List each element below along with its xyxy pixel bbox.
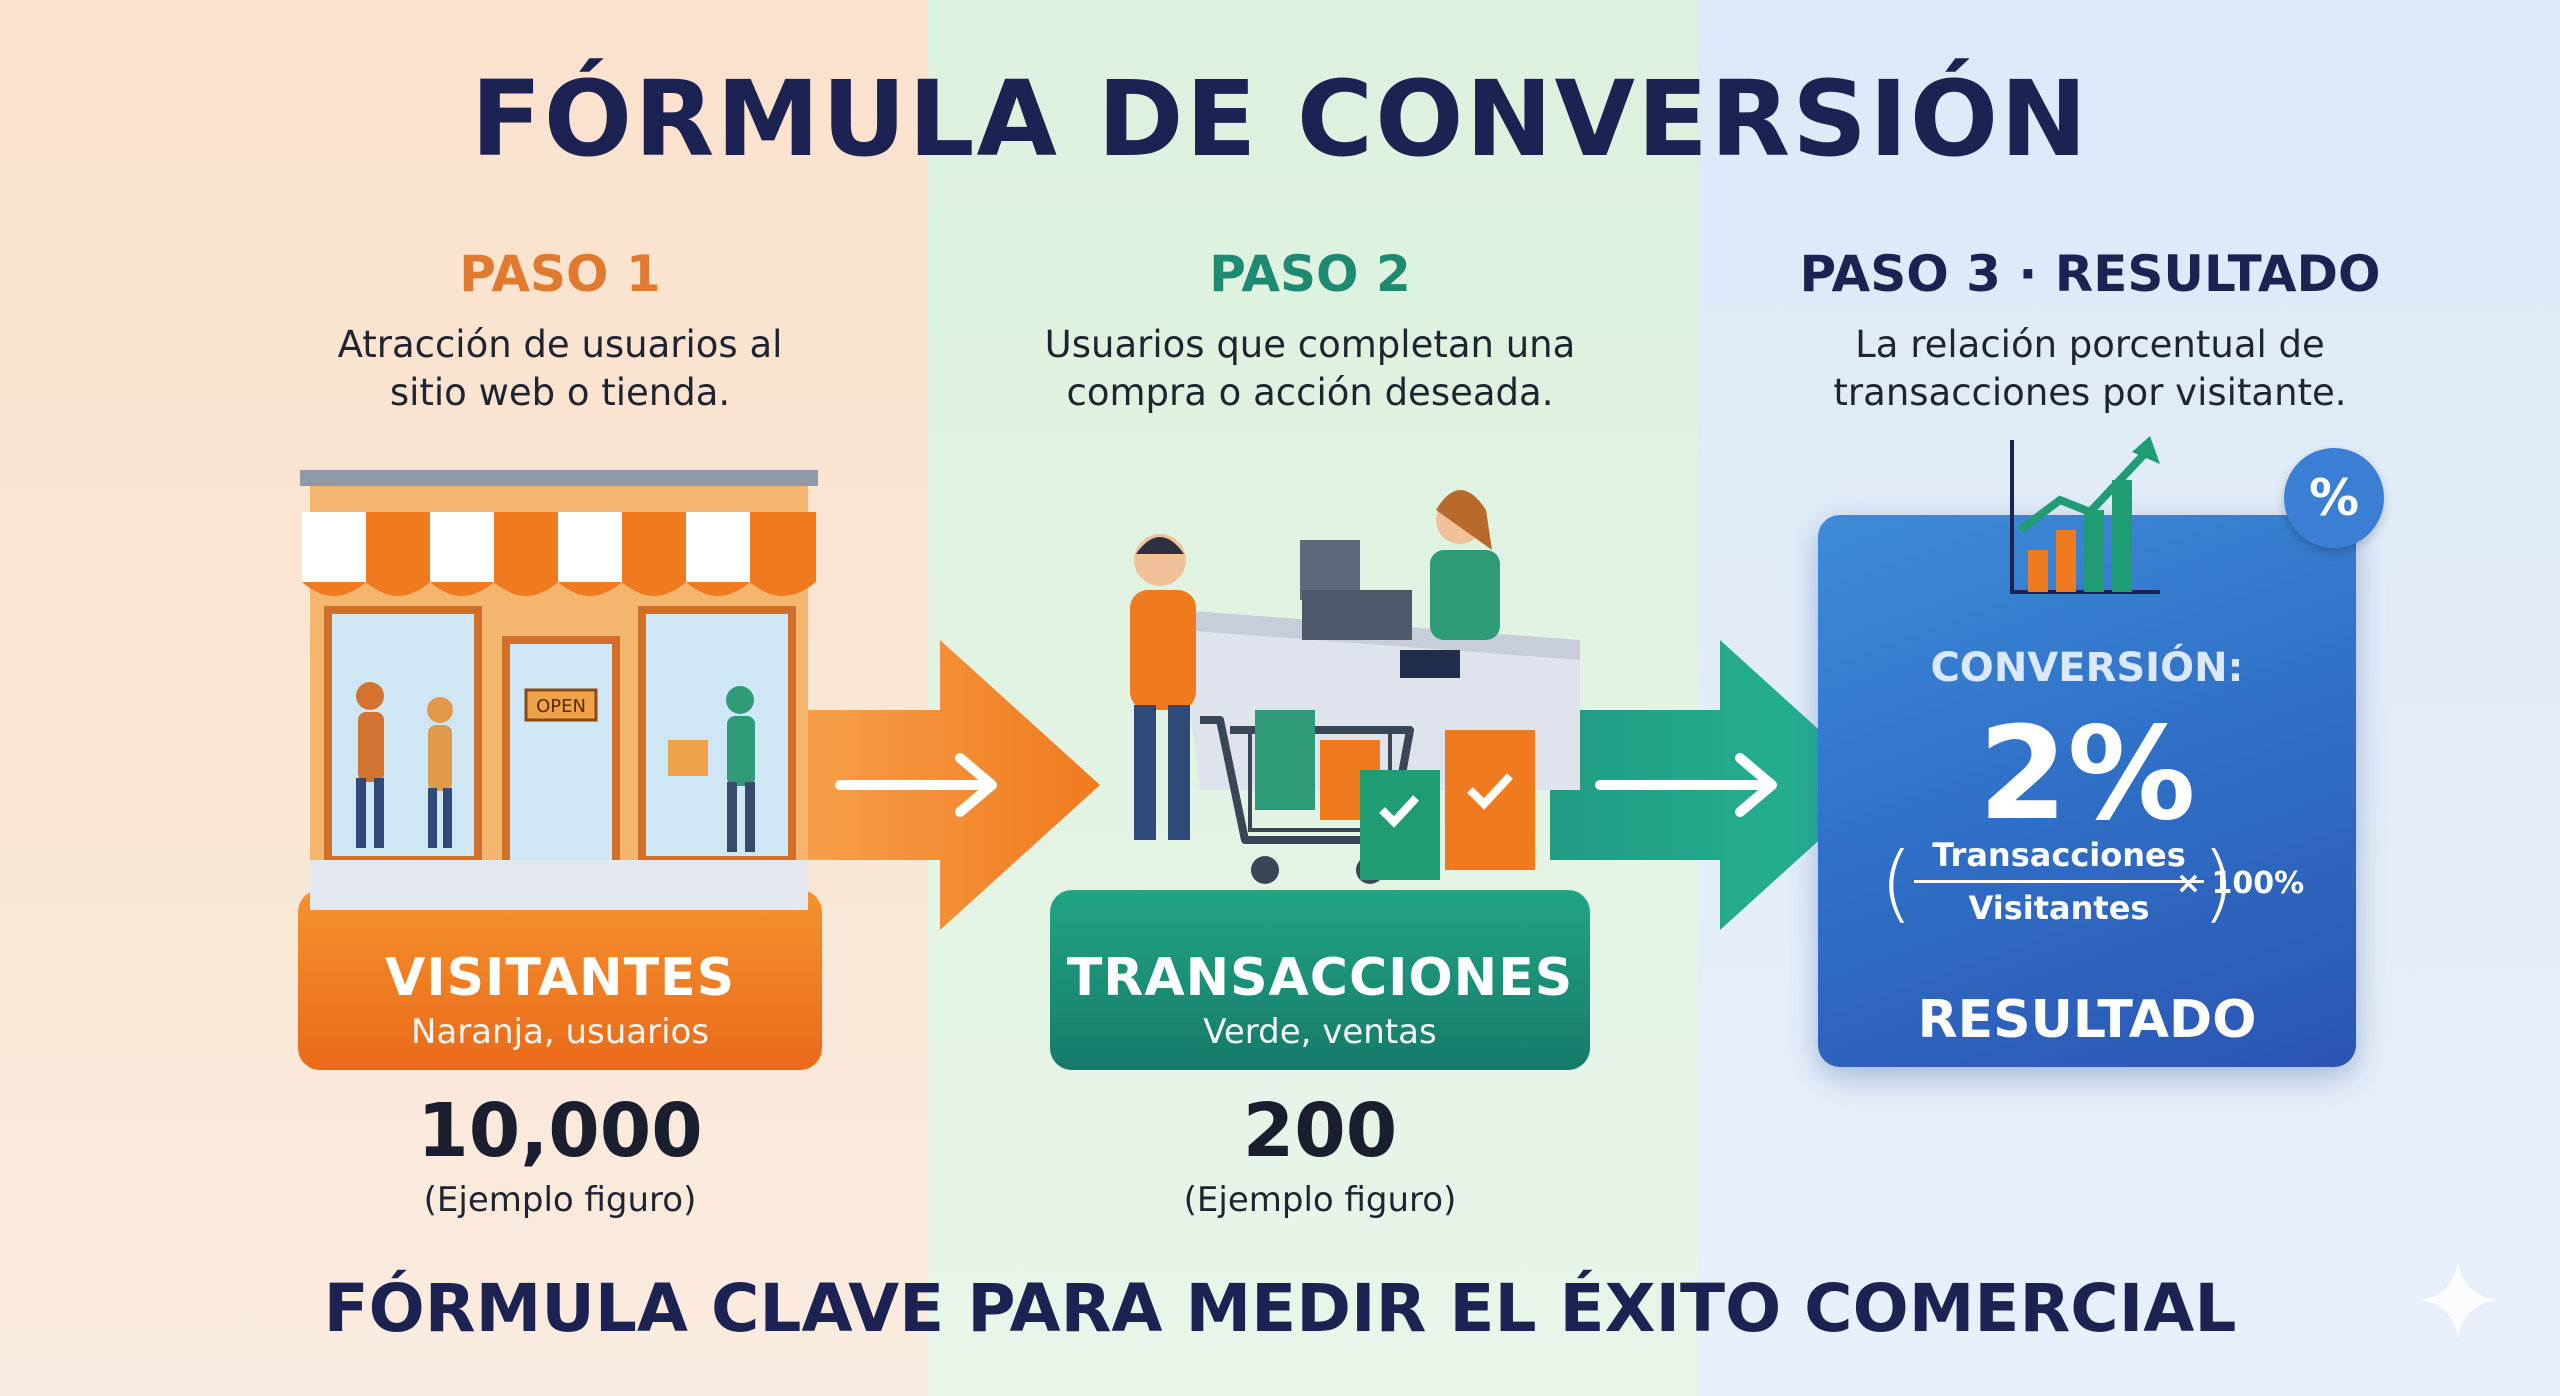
paren-left: ( xyxy=(1880,834,1913,932)
step-1-header: PASO 1 Atracción de usuarios al sitio we… xyxy=(290,245,830,417)
conversion-value: 2% xyxy=(1978,700,2196,849)
result-card xyxy=(1818,515,2356,1067)
sparkle-icon xyxy=(2418,1260,2498,1340)
transacciones-label: TRANSACCIONES Verde, ventas xyxy=(1050,948,1590,1052)
open-sign: OPEN xyxy=(536,696,586,717)
transacciones-subtitle: Verde, ventas xyxy=(1203,1012,1437,1052)
checkout-counter-icon xyxy=(1050,490,1590,1070)
step-1-description-line: sitio web o tienda. xyxy=(389,371,731,414)
step-2-description: Usuarios que completan una compra o acci… xyxy=(1030,321,1590,417)
step-1-description: Atracción de usuarios al sitio web o tie… xyxy=(290,321,830,417)
conversion-formula: ( Transacciones Visitantes ) × 100% xyxy=(1880,834,2304,936)
step-1-title: PASO 1 xyxy=(459,245,661,303)
percent-badge-icon: % xyxy=(2284,448,2384,548)
visitantes-note: (Ejemplo figuro) xyxy=(423,1180,697,1220)
step-3-description: La relación porcentual de transacciones … xyxy=(1790,321,2390,417)
growth-chart-icon xyxy=(2010,436,2160,594)
formula-fraction: Transacciones Visitantes xyxy=(1914,836,2204,927)
step-1-description-line: Atracción de usuarios al xyxy=(337,323,783,366)
formula-multiplier: × 100% xyxy=(2175,866,2305,901)
transacciones-number: 200 xyxy=(1242,1088,1398,1174)
step-2-description-line: compra o acción deseada. xyxy=(1066,371,1554,414)
formula-denominator: Visitantes xyxy=(1968,889,2150,927)
visitantes-number: 10,000 xyxy=(417,1088,703,1174)
transacciones-title: TRANSACCIONES xyxy=(1066,948,1574,1008)
storefront-icon: OPEN xyxy=(298,470,822,1070)
visitantes-title: VISITANTES xyxy=(384,948,736,1008)
transacciones-value: 200 (Ejemplo figuro) xyxy=(1050,1088,1590,1220)
arrow-right-icon xyxy=(800,640,1100,930)
page-title: FÓRMULA DE CONVERSIÓN xyxy=(470,58,2090,180)
visitantes-subtitle: Naranja, usuarios xyxy=(410,1012,710,1052)
visitantes-label: VISITANTES Naranja, usuarios xyxy=(298,948,822,1052)
paren-right: ) xyxy=(2202,834,2235,932)
step-3-description-line: La relación porcentual de xyxy=(1855,323,2325,366)
transacciones-note: (Ejemplo figuro) xyxy=(1183,1180,1457,1220)
step-2-title: PASO 2 xyxy=(1209,245,1411,303)
formula-numerator: Transacciones xyxy=(1914,836,2204,883)
step-3-title: PASO 3 · RESULTADO xyxy=(1799,245,2381,303)
step-3-description-line: transacciones por visitante. xyxy=(1833,371,2347,414)
visitantes-value: 10,000 (Ejemplo figuro) xyxy=(298,1088,822,1220)
conversion-label: CONVERSIÓN: xyxy=(1930,645,2244,691)
step-2-description-line: Usuarios que completan una xyxy=(1044,323,1576,366)
arrow-right-icon xyxy=(1550,640,1880,930)
resultado-label: RESULTADO xyxy=(1917,990,2257,1050)
step-3-header: PASO 3 · RESULTADO La relación porcentua… xyxy=(1790,245,2390,417)
step-2-header: PASO 2 Usuarios que completan una compra… xyxy=(1030,245,1590,417)
footer-tagline: FÓRMULA CLAVE PARA MEDIR EL ÉXITO COMERC… xyxy=(323,1270,2237,1347)
